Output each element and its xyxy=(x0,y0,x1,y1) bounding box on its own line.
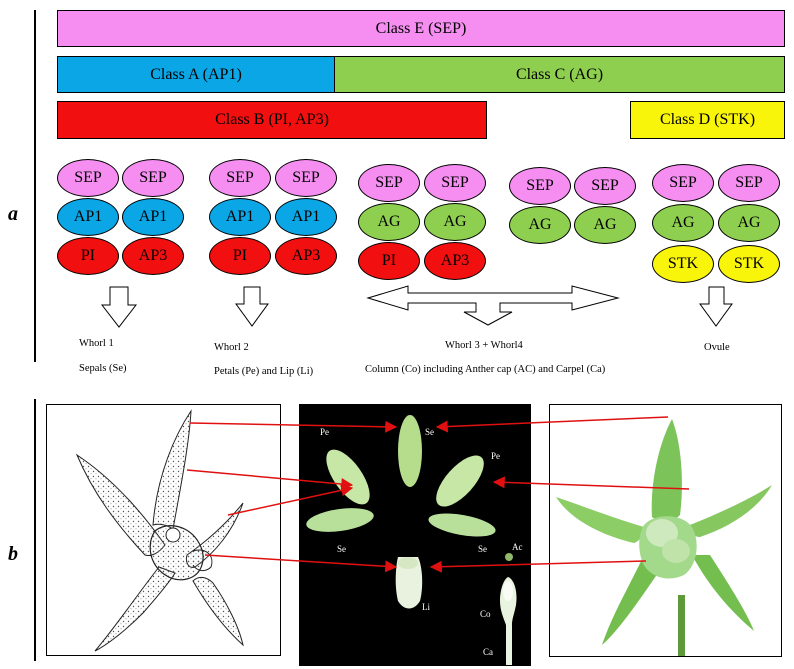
down-arrow-icon xyxy=(235,286,269,327)
dissection-drawing xyxy=(306,415,517,665)
col1-ap1-right: AP1 xyxy=(122,198,184,236)
label-se-top: Se xyxy=(425,427,434,437)
col5-ag-right: AG xyxy=(718,204,780,242)
col1-pi: PI xyxy=(57,237,119,275)
flower-drawing xyxy=(556,419,772,656)
whorl2-organ: Petals (Pe) and Lip (Li) xyxy=(214,366,314,377)
col1-sep-left: SEP xyxy=(57,159,119,197)
connector-arrow xyxy=(204,554,398,573)
col5-ag-left: AG xyxy=(652,204,714,242)
label-pe-left: Pe xyxy=(320,427,329,437)
col4-sep-left: SEP xyxy=(509,167,571,205)
orchid-sketch xyxy=(46,404,281,656)
col5-stk-right: STK xyxy=(718,245,780,283)
dissection-photo: Se Pe Pe Se Se Ac Li Co Ca xyxy=(299,404,531,666)
col2-ap1-left: AP1 xyxy=(209,198,271,236)
col5-sep-left: SEP xyxy=(652,164,714,202)
col2-sep-right: SEP xyxy=(275,159,337,197)
col3-sep-right: SEP xyxy=(424,164,486,202)
col2-sep-left: SEP xyxy=(209,159,271,197)
col1-sep-right: SEP xyxy=(122,159,184,197)
col4-ag-right: AG xyxy=(574,206,636,244)
col2-ap3: AP3 xyxy=(275,237,337,275)
label-li: Li xyxy=(422,602,430,612)
panel-b-divider xyxy=(34,399,36,661)
panel-label-b: b xyxy=(8,543,18,565)
col4-sep-right: SEP xyxy=(574,167,636,205)
connector-arrow xyxy=(227,484,354,516)
label-se-right: Se xyxy=(478,544,487,554)
connector-arrow xyxy=(189,420,398,433)
double-arrow-icon xyxy=(366,285,620,326)
whorl1-label: Whorl 1 xyxy=(79,338,114,349)
col5-sep-right: SEP xyxy=(718,164,780,202)
orchid-sketch-drawing xyxy=(75,409,244,652)
col1-ap1-left: AP1 xyxy=(57,198,119,236)
whorl34-organ: Column (Co) including Anther cap (AC) an… xyxy=(365,364,606,375)
class-c-bar: Class C (AG) xyxy=(334,56,785,93)
col3-ap3: AP3 xyxy=(424,242,486,280)
class-b-bar: Class B (PI, AP3) xyxy=(57,101,487,139)
panel-a-divider xyxy=(34,10,36,362)
down-arrow-icon xyxy=(100,286,138,328)
connector-arrow xyxy=(435,416,669,433)
down-arrow-icon xyxy=(699,286,733,327)
col4-ag-left: AG xyxy=(509,206,571,244)
flower-photo xyxy=(549,404,782,657)
col1-ap3: AP3 xyxy=(122,237,184,275)
panel-label-a: a xyxy=(8,203,18,225)
connector-arrow xyxy=(186,469,354,490)
col2-pi: PI xyxy=(209,237,271,275)
ovule-label: Ovule xyxy=(704,342,730,353)
class-e-bar: Class E (SEP) xyxy=(57,10,785,47)
label-ca: Ca xyxy=(483,647,493,657)
col3-ag-left: AG xyxy=(358,203,420,241)
label-ac: Ac xyxy=(512,542,523,552)
connector-arrow xyxy=(429,560,647,573)
connector-arrow xyxy=(492,476,690,490)
class-a-bar: Class A (AP1) xyxy=(57,56,335,93)
whorl34-label: Whorl 3 + Whorl4 xyxy=(445,340,523,351)
class-d-bar: Class D (STK) xyxy=(630,101,785,139)
col2-ap1-right: AP1 xyxy=(275,198,337,236)
col5-stk-left: STK xyxy=(652,245,714,283)
col3-pi: PI xyxy=(358,242,420,280)
whorl2-label: Whorl 2 xyxy=(214,342,249,353)
col3-ag-right: AG xyxy=(424,203,486,241)
whorl1-organ: Sepals (Se) xyxy=(79,363,127,374)
label-se-left: Se xyxy=(337,544,346,554)
label-pe-right: Pe xyxy=(491,451,500,461)
label-co: Co xyxy=(480,609,491,619)
col3-sep-left: SEP xyxy=(358,164,420,202)
